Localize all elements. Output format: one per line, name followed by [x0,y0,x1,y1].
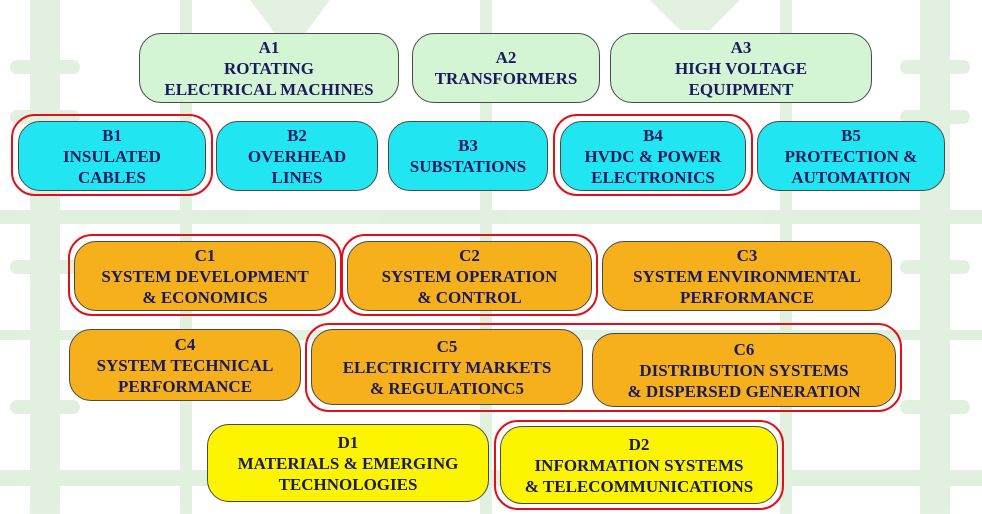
box-b5: B5 PROTECTION & AUTOMATION [757,121,945,191]
box-c3: C3 SYSTEM ENVIRONMENTAL PERFORMANCE [602,241,892,311]
box-a1-code: A1 [258,37,280,57]
box-a3-line2: EQUIPMENT [688,79,794,99]
box-b1-line2: CABLES [77,167,147,187]
box-c6: C6 DISTRIBUTION SYSTEMS & DISPERSED GENE… [592,333,896,407]
box-c3-line1: SYSTEM ENVIRONMENTAL [633,266,861,286]
box-c5-code: C5 [436,336,458,356]
box-a1: A1 ROTATING ELECTRICAL MACHINES [139,33,399,103]
box-c6-code: C6 [733,339,755,359]
box-a1-line1: ROTATING [223,58,315,78]
box-c2: C2 SYSTEM OPERATION & CONTROL [347,241,592,311]
box-b3-code: B3 [458,136,478,155]
box-a2: A2 TRANSFORMERS [412,33,600,103]
box-c5-line1: ELECTRICITY MARKETS [342,357,552,377]
box-d1-code: D1 [337,432,359,452]
box-d1: D1 MATERIALS & EMERGING TECHNOLOGIES [207,424,489,502]
box-c1-code: C1 [194,245,216,265]
highlight-c5-c6 [305,323,902,412]
box-c6-line2: & DISPERSED GENERATION [627,381,861,401]
highlight-c2 [341,234,598,316]
box-b1: B1 INSULATED CABLES [18,121,206,191]
box-d2-line2: & TELECOMMUNICATIONS [524,476,754,496]
box-b2: B2 OVERHEAD LINES [216,121,378,191]
box-b5-line1: PROTECTION & [784,146,918,166]
box-b4-line2: ELECTRONICS [591,167,715,187]
box-b3-line1: SUBSTATIONS [409,157,527,176]
box-b2-line2: LINES [271,167,323,187]
box-c2-code: C2 [459,245,480,265]
box-c5-line2: & REGULATIONC5 [369,378,525,398]
box-d1-line2: TECHNOLOGIES [278,474,418,494]
box-b4: B4 HVDC & POWER ELECTRONICS [560,121,746,191]
box-c2-line2: & CONTROL [417,287,522,307]
box-b3: B3 SUBSTATIONS [388,121,548,191]
box-a3: A3 HIGH VOLTAGE EQUIPMENT [610,33,872,103]
box-b4-line1: HVDC & POWER [584,146,722,166]
box-a1-line2: ELECTRICAL MACHINES [164,79,374,99]
box-b2-code: B2 [287,125,307,145]
box-a3-line1: HIGH VOLTAGE [674,58,808,78]
box-a2-line1: TRANSFORMERS [434,69,578,88]
box-c3-line2: PERFORMANCE [679,287,815,307]
box-c4-line2: PERFORMANCE [117,376,253,396]
box-b2-line1: OVERHEAD [247,146,347,166]
box-c4: C4 SYSTEM TECHNICAL PERFORMANCE [69,329,301,401]
box-c4-code: C4 [174,334,196,354]
box-c5: C5 ELECTRICITY MARKETS & REGULATIONC5 [311,329,583,405]
box-a3-code: A3 [730,37,752,57]
box-b4-code: B4 [643,125,663,145]
box-c6-line1: DISTRIBUTION SYSTEMS [639,360,849,380]
box-c1-line2: & ECONOMICS [142,287,268,307]
box-b5-line2: AUTOMATION [791,167,911,187]
box-c1-line1: SYSTEM DEVELOPMENT [101,266,309,286]
box-d2-line1: INFORMATION SYSTEMS [534,455,744,475]
box-a2-code: A2 [495,48,517,67]
box-c2-line1: SYSTEM OPERATION [381,266,558,286]
highlight-b1 [11,114,213,196]
highlight-d2 [494,420,784,510]
highlight-b4 [553,114,753,196]
box-d2-code: D2 [628,434,650,454]
box-d2: D2 INFORMATION SYSTEMS & TELECOMMUNICATI… [500,426,778,504]
box-b1-line1: INSULATED [63,146,161,166]
box-c1: C1 SYSTEM DEVELOPMENT & ECONOMICS [74,241,336,311]
box-b5-code: B5 [841,125,861,145]
box-d1-line1: MATERIALS & EMERGING [237,453,459,473]
box-c3-code: C3 [736,245,758,265]
box-c4-line1: SYSTEM TECHNICAL [96,355,274,375]
box-b1-code: B1 [102,125,122,145]
